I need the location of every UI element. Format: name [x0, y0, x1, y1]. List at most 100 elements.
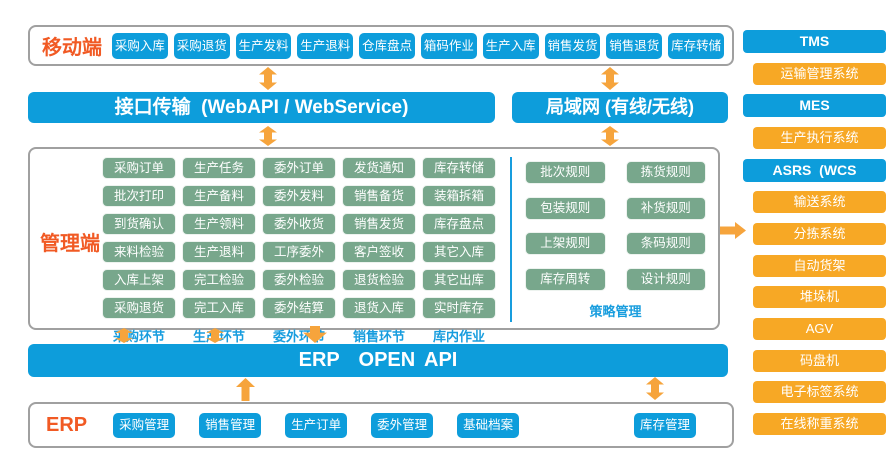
production-execution-system: 生产执行系统	[753, 126, 886, 149]
management-node: 退货入库	[342, 297, 416, 319]
mobile-section: 移动端 采购入库 采购退货 生产发料 生产退料 仓库盘点 箱码作业 生产入库 销…	[28, 25, 734, 66]
up-down-arrow-icon	[115, 328, 133, 343]
management-node: 工序委外	[262, 241, 336, 263]
management-node: 生产领料	[182, 213, 256, 235]
strategy-node: 上架规则	[525, 232, 606, 256]
mobile-node-production-issue: 生产发料	[235, 32, 292, 59]
strategy-divider	[510, 157, 512, 322]
erp-section: ERP 采购管理 销售管理 生产订单 委外管理 基础档案 库存管理	[28, 402, 734, 448]
mobile-node-carton-coding: 箱码作业	[420, 32, 477, 59]
mobile-node-production-inbound: 生产入库	[482, 32, 539, 59]
mobile-node-sales-return: 销售退货	[606, 32, 663, 59]
transport-mgmt-system: 运输管理系统	[753, 62, 886, 85]
column-label-warehouse-ops: 库内作业	[432, 329, 485, 344]
strategy-node: 库存周转	[525, 267, 606, 291]
up-down-arrow-icon	[259, 67, 277, 90]
palletizer: 码盘机	[753, 349, 886, 372]
up-down-arrow-icon	[601, 126, 619, 146]
erp-node-purchase-mgmt: 采购管理	[113, 412, 176, 438]
management-node: 生产备料	[182, 185, 256, 207]
external-systems-panel: TMS 运输管理系统 MES 生产执行系统 ASRS (WCS 输送系统 分拣系…	[743, 30, 886, 435]
management-column-purchasing: 采购订单 批次打印 到货确认 来料检验 入库上架 采购退货 采购环节	[102, 157, 176, 344]
management-node: 销售备货	[342, 185, 416, 207]
up-down-arrow-icon	[259, 126, 277, 146]
erp-section-label: ERP	[46, 413, 88, 436]
strategy-node: 条码规则	[625, 232, 706, 256]
management-node: 采购退货	[102, 297, 176, 319]
mobile-node-stocktake: 仓库盘点	[359, 32, 415, 59]
management-node: 其它入库	[422, 241, 496, 263]
up-down-arrow-icon	[646, 377, 664, 400]
management-node: 生产退料	[182, 241, 256, 263]
management-column-production: 生产任务 生产备料 生产领料 生产退料 完工检验 完工入库 生产环节	[182, 157, 256, 344]
column-label-purchasing: 采购环节	[112, 329, 165, 344]
management-node: 生产任务	[182, 157, 256, 179]
asrs-wcs-header: ASRS (WCS	[743, 158, 886, 182]
strategy-node: 拣货规则	[625, 161, 706, 184]
management-node: 其它出库	[422, 269, 496, 291]
management-node: 委外订单	[262, 157, 336, 179]
mobile-node-purchase-inbound: 采购入库	[112, 32, 168, 59]
strategy-section: 批次规则 拣货规则 包装规则 补货规则 上架规则 条码规则 库存周转 设计规则 …	[519, 157, 712, 326]
erp-open-api-bar: ERP OPEN API	[28, 344, 728, 377]
management-section-label: 管理端	[40, 233, 100, 255]
management-node: 库存盘点	[422, 213, 496, 235]
conveyor-system: 输送系统	[753, 191, 886, 214]
column-label-sales: 销售环节	[352, 329, 405, 344]
strategy-node: 批次规则	[525, 161, 606, 184]
management-node: 实时库存	[422, 297, 496, 319]
api-transport-bar: 接口传输 (WebAPI / WebService)	[28, 92, 495, 123]
mobile-node-production-return: 生产退料	[297, 32, 354, 59]
strategy-node: 补货规则	[625, 196, 706, 220]
sorting-system: 分拣系统	[753, 222, 886, 245]
mes-header: MES	[743, 94, 886, 118]
tms-header: TMS	[743, 30, 886, 53]
management-node: 批次打印	[102, 185, 176, 207]
management-node: 销售发货	[342, 213, 416, 235]
strategy-section-label: 策略管理	[589, 304, 642, 319]
lan-bar: 局域网 (有线/无线)	[512, 92, 728, 123]
mobile-section-label: 移动端	[42, 37, 102, 59]
management-column-warehouse-ops: 库存转储 装箱拆箱 库存盘点 其它入库 其它出库 实时库存 库内作业	[422, 157, 496, 344]
mobile-node-purchase-return: 采购退货	[173, 32, 230, 59]
strategy-node: 包装规则	[525, 196, 606, 220]
stacker-crane: 堆垛机	[753, 286, 886, 309]
management-node: 完工入库	[182, 297, 256, 319]
pick-to-light-system: 电子标签系统	[753, 381, 886, 404]
management-section: 管理端 采购订单 批次打印 到货确认 来料检验 入库上架 采购退货 采购环节 生…	[28, 147, 720, 344]
management-node: 库存转储	[422, 157, 496, 179]
management-node: 完工检验	[182, 269, 256, 291]
management-column-sales: 发货通知 销售备货 销售发货 客户签收 退货检验 退货入库 销售环节	[342, 157, 416, 344]
management-node: 委外结算	[262, 297, 336, 319]
up-arrow-icon	[236, 378, 255, 401]
strategy-node: 设计规则	[625, 267, 706, 291]
erp-node-production-order: 生产订单	[285, 412, 348, 438]
erp-node-sales-mgmt: 销售管理	[199, 412, 262, 438]
management-node: 装箱拆箱	[422, 185, 496, 207]
management-column-outsourcing: 委外订单 委外发料 委外收货 工序委外 委外检验 委外结算 委外环节	[262, 157, 336, 344]
erp-node-outsourcing-mgmt: 委外管理	[371, 412, 434, 438]
erp-node-master-data: 基础档案	[457, 412, 520, 438]
erp-node-inventory-mgmt: 库存管理	[634, 412, 696, 438]
automated-racking: 自动货架	[753, 254, 886, 277]
right-arrow-icon	[720, 222, 746, 239]
management-node: 采购订单	[102, 157, 176, 179]
management-node: 委外检验	[262, 269, 336, 291]
management-node: 到货确认	[102, 213, 176, 235]
strategy-grid: 批次规则 拣货规则 包装规则 补货规则 上架规则 条码规则 库存周转 设计规则	[525, 161, 706, 301]
management-node: 退货检验	[342, 269, 416, 291]
inline-weighing-system: 在线称重系统	[753, 412, 886, 435]
mobile-node-sales-shipping: 销售发货	[544, 32, 601, 59]
management-node: 发货通知	[342, 157, 416, 179]
management-node: 委外发料	[262, 185, 336, 207]
mobile-node-stock-transfer: 库存转储	[668, 32, 724, 59]
agv: AGV	[753, 317, 886, 340]
up-down-arrow-icon	[206, 328, 224, 343]
management-node: 客户签收	[342, 241, 416, 263]
management-node: 委外收货	[262, 213, 336, 235]
management-columns: 采购订单 批次打印 到货确认 来料检验 入库上架 采购退货 采购环节 生产任务 …	[102, 157, 502, 344]
management-node: 入库上架	[102, 269, 176, 291]
up-down-arrow-icon	[601, 67, 619, 90]
management-node: 来料检验	[102, 241, 176, 263]
